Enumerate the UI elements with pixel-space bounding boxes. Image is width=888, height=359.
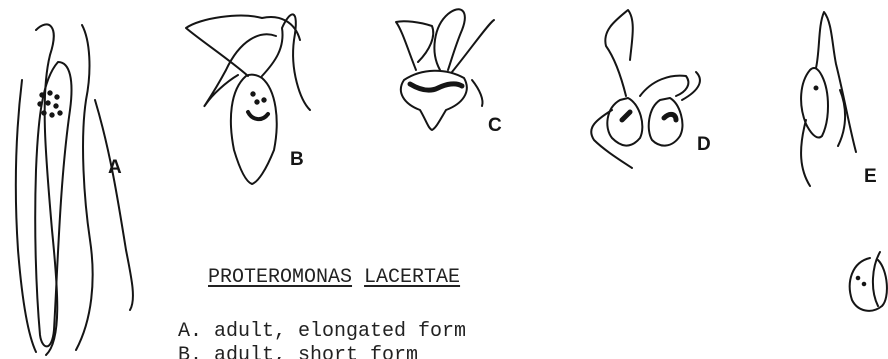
c-body	[401, 71, 467, 130]
drawing-d	[591, 10, 700, 168]
c-flagellum-3	[452, 20, 494, 72]
d-nucleus-right	[664, 114, 676, 120]
drawing-e	[801, 12, 856, 186]
c-flagellum-1	[396, 21, 433, 70]
legend-item-b: B. adult, short form	[178, 346, 418, 359]
drawing-partial	[850, 252, 887, 311]
b-granule-2	[255, 100, 259, 104]
e-flagellum-1	[816, 12, 856, 152]
title-species: LACERTAE	[364, 266, 460, 289]
partial-body	[850, 258, 887, 311]
figure-title: PROTEROMONAS LACERTAE	[208, 268, 460, 288]
c-nucleus	[410, 84, 462, 90]
c-flagellum-4	[472, 80, 483, 106]
d-flagellum-2	[640, 76, 688, 96]
a-nucleus-dots	[38, 91, 62, 117]
drawing-c	[396, 9, 494, 130]
b-flagellum-long	[262, 14, 310, 110]
legend-item-a: A. adult, elongated form	[178, 322, 466, 342]
b-nucleus	[248, 112, 268, 119]
b-body	[231, 75, 277, 184]
drawing-a	[16, 24, 133, 355]
a-flagellum-1	[36, 24, 57, 355]
title-genus: PROTEROMONAS	[208, 266, 352, 289]
d-nucleus-left	[622, 112, 630, 120]
a-flagellum-4	[95, 100, 133, 310]
b-granule-1	[251, 92, 255, 96]
panel-label-c: C	[488, 116, 502, 135]
a-flagellum-3	[16, 80, 36, 352]
e-granule	[814, 86, 818, 90]
panel-label-e: E	[864, 167, 877, 186]
d-body-left	[607, 98, 642, 146]
b-granule-3	[262, 98, 266, 102]
a-flagellum-2	[76, 25, 93, 350]
panel-label-b: B	[290, 150, 304, 169]
partial-granule-2	[862, 282, 866, 286]
panel-label-d: D	[697, 135, 711, 154]
d-flagellum-1	[605, 10, 632, 96]
panel-label-a: A	[108, 158, 122, 177]
partial-granule-1	[856, 276, 860, 280]
